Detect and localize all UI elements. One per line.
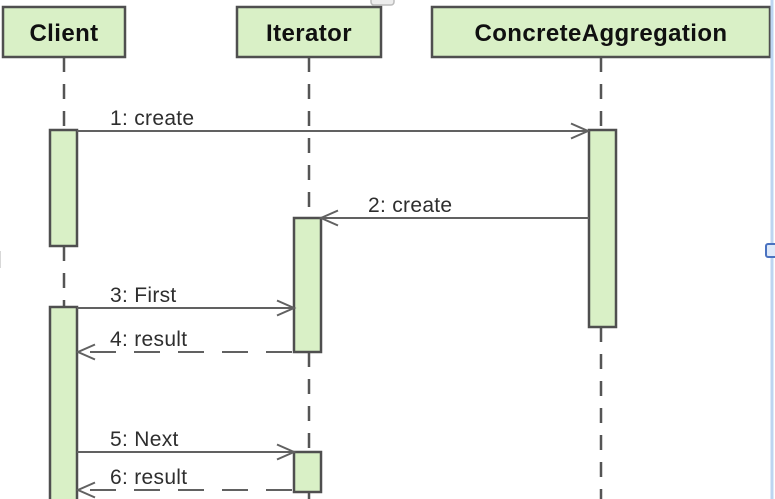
top-selection-handle[interactable]	[370, 0, 395, 6]
message-6-label: 6: result	[110, 466, 187, 489]
message-1-create: 1: create	[77, 107, 591, 140]
participant-client-label: Client	[29, 20, 98, 47]
message-5-next: 5: Next	[77, 428, 297, 461]
message-4-label: 4: result	[110, 328, 187, 351]
arrowhead-right-icon	[276, 443, 297, 461]
message-4-result: 4: result	[75, 328, 292, 361]
participant-client-box	[1, 5, 127, 59]
right-selection-handle[interactable]	[765, 243, 775, 258]
message-6-result: 6: result	[75, 466, 292, 499]
participant-concrete-aggregation: ConcreteAggregation	[430, 5, 772, 59]
message-2-label: 2: create	[368, 194, 452, 217]
participant-client: Client	[1, 5, 127, 59]
participant-iterator-label: Iterator	[266, 20, 352, 47]
message-3-label: 3: First	[110, 284, 177, 307]
participant-concrete-aggregation-label: ConcreteAggregation	[475, 20, 728, 47]
arrowhead-left-icon	[75, 343, 96, 361]
left-selection-handle[interactable]	[0, 251, 1, 268]
message-3-first: 3: First	[77, 284, 297, 317]
activation-iterator-2	[292, 450, 323, 494]
activation-client-2	[48, 305, 79, 499]
participant-iterator-box	[235, 5, 383, 59]
message-5-label: 5: Next	[110, 428, 179, 451]
message-1-label: 1: create	[110, 107, 194, 130]
participant-concrete-aggregation-box	[430, 5, 772, 59]
arrowhead-right-icon	[570, 122, 591, 140]
activation-client-1	[48, 128, 79, 248]
arrowhead-left-icon	[75, 481, 96, 499]
activation-concrete-aggregation	[587, 128, 618, 329]
message-2-create: 2: create	[318, 194, 589, 227]
participant-iterator: Iterator	[235, 5, 383, 59]
arrowhead-left-icon	[318, 209, 339, 227]
arrowhead-right-icon	[276, 299, 297, 317]
activation-iterator-1	[292, 216, 323, 354]
